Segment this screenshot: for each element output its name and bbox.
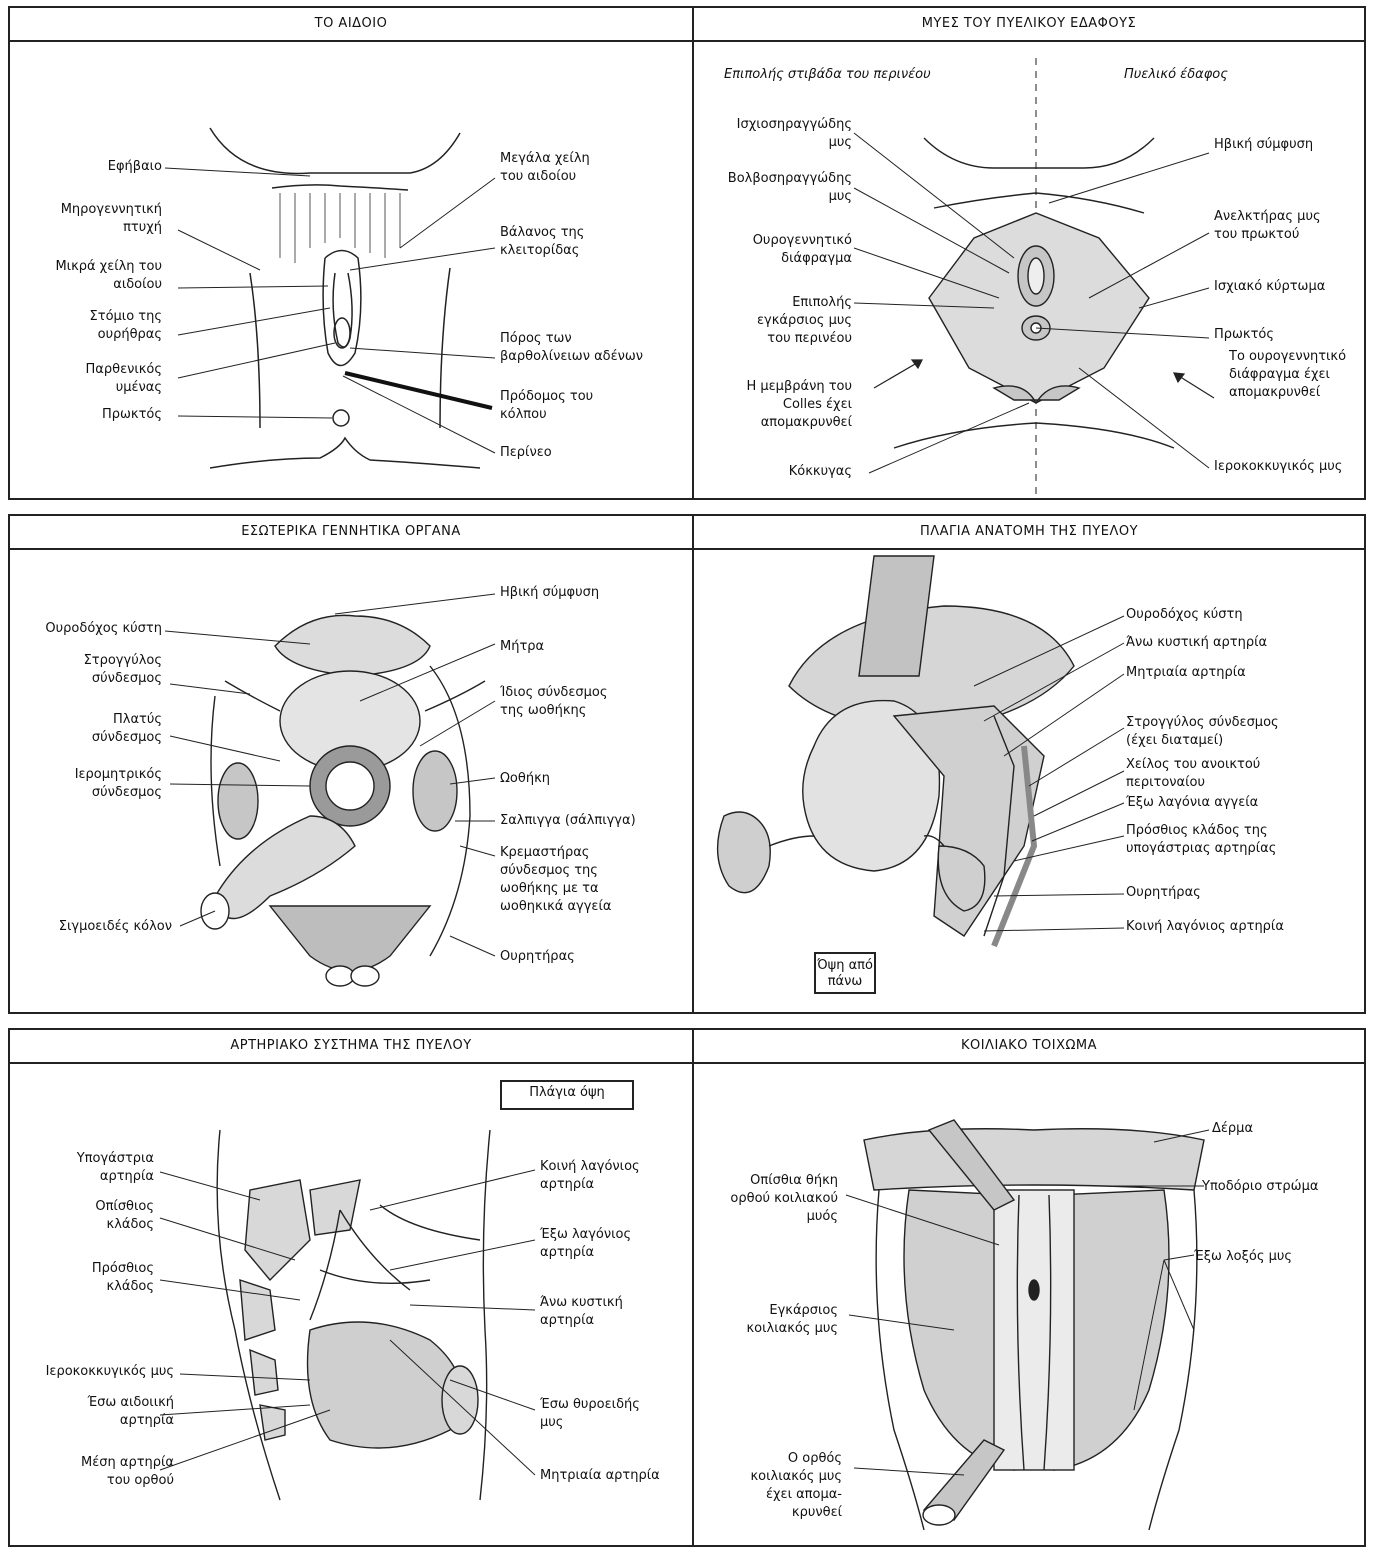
label-kokkygas: Κόκκυγας (789, 463, 852, 481)
label-iviki-symfysi: Ηβική σύμφυση (1214, 136, 1313, 154)
label-prodomos: Πρόδομος του κόλπου (500, 388, 593, 424)
label-exo-loxos: Έξω λοξός μυς (1194, 1248, 1292, 1266)
label-opisthios: Οπίσθιος κλάδος (95, 1198, 154, 1234)
label-ano-kystiki: Άνω κυστική αρτηρία (540, 1294, 623, 1330)
label-strongylos: Στρογγύλος σύνδεσμος (84, 652, 162, 688)
label-proktos: Πρωκτός (102, 406, 162, 424)
label-ourog-removed: Το ουρογεννητικό διάφραγμα έχει απομακρυ… (1229, 348, 1346, 402)
label-ischiosiraggodis: Ισχιοσηραγγώδης μυς (737, 116, 852, 152)
label-ypodorio: Υποδόριο στρώμα (1202, 1178, 1318, 1196)
vulva-illustration (10, 8, 696, 502)
lateral-anatomy-illustration (694, 516, 1368, 1016)
label-koini-lagonios: Κοινή λαγόνιος αρτηρία (540, 1158, 640, 1194)
label-orthos-koiliakos: Ο ορθός κοιλιακός μυς έχει απομα- κρυνθε… (751, 1450, 842, 1522)
label-iviki-symfysi: Ηβική σύμφυση (500, 584, 599, 602)
label-salpigga-text: Σαλπιγγα (500, 813, 561, 828)
label-kysti: Ουροδόχος κύστη (45, 620, 162, 638)
label-mesi-arteria: Μέση αρτηρία του ορθού (81, 1454, 174, 1490)
label-epivaio: Εφήβαιο (108, 158, 162, 176)
label-cheilos: Χείλος του ανοικτού περιτοναίου (1126, 756, 1260, 792)
label-ourititras: Ουρητήρας (1126, 884, 1201, 902)
label-thyroeidis: Έσω θυροειδής μυς (540, 1396, 640, 1432)
label-mitriaia: Μητριαία αρτηρία (540, 1467, 660, 1485)
label-opisthia-thiki: Οπίσθια θήκη ορθού κοιλιακού μυός (730, 1172, 838, 1226)
label-mirogennitiki: Μηρογεννητική πτυχή (61, 201, 162, 237)
view-box: Πλάγια όψη (500, 1080, 634, 1110)
label-megala-cheili: Μεγάλα χείλη του αιδοίου (500, 150, 590, 186)
view-box: Όψη από πάνω (814, 952, 876, 994)
label-mikra-cheili: Μικρά χείλη του αιδοίου (55, 258, 162, 294)
label-salpigga: Σαλπιγγα (σάλπιγγα) (500, 812, 636, 830)
label-mitra: Μήτρα (500, 638, 544, 656)
label-left-header: Επιπολής στιβάδα του περινέου (724, 66, 931, 84)
label-salpigga-paren: (σάλπιγγα) (565, 813, 636, 828)
label-mitriaia: Μητριαία αρτηρία (1126, 664, 1246, 682)
label-ischiako-kyrtoma: Ισχιακό κύρτωμα (1214, 278, 1325, 296)
label-platys: Πλατύς σύνδεσμος (92, 711, 162, 747)
label-strongylos: Στρογγύλος σύνδεσμος (έχει διαταμεί) (1126, 714, 1279, 750)
label-exo-lagonios: Έξω λαγόνιος αρτηρία (540, 1226, 631, 1262)
panel-internal-organs: ΕΣΩΤΕΡΙΚΑ ΓΕΝΝΗΤΙΚΑ ΟΡΓΑΝΑ (8, 514, 694, 1014)
label-volvosiraggodis: Βολβοσηραγγώδης μυς (728, 170, 852, 206)
label-anelktiras: Ανελκτήρας μυς του πρωκτού (1214, 208, 1321, 244)
panel-vulva: ΤΟ ΑΙΔΟΙΟ Εφήβαιο (8, 6, 694, 500)
label-ierokokkygikos: Ιεροκοκκυγικός μυς (1214, 458, 1342, 476)
label-right-header: Πυελικό έδαφος (1124, 66, 1228, 84)
label-egkarsios: Εγκάρσιος κοιλιακός μυς (747, 1302, 838, 1338)
label-prosthios: Πρόσθιος κλάδος (92, 1260, 154, 1296)
label-poros: Πόρος των βαρθολίνειων αδένων (500, 330, 643, 366)
label-ano-kystiki: Άνω κυστική αρτηρία (1126, 634, 1267, 652)
label-ourititras: Ουρητήρας (500, 948, 575, 966)
label-prosthios: Πρόσθιος κλάδος της υπογάστριας αρτηρίας (1126, 822, 1276, 858)
label-idios-syndesmos: Ίδιος σύνδεσμος της ωοθήκης (500, 684, 607, 720)
label-valanos: Βάλανος της κλειτορίδας (500, 224, 584, 260)
panel-pelvic-floor: ΜΥΕΣ ΤΟΥ ΠΥΕΛΙΚΟΥ ΕΔΑΦΟΥΣ (692, 6, 1366, 500)
label-ieromitrikos: Ιερομητρικός σύνδεσμος (75, 766, 162, 802)
label-ierokokkygikos: Ιεροκοκκυγικός μυς (46, 1363, 174, 1381)
label-stomio: Στόμιο της ουρήθρας (90, 308, 162, 344)
label-proktos: Πρωκτός (1214, 326, 1274, 344)
panel-lateral-anatomy: ΠΛΑΓΙΑ ΑΝΑΤΟΜΗ ΤΗΣ ΠΥΕΛΟΥ Ουροδόχος κύστ… (692, 514, 1366, 1014)
panel-arterial-system: ΑΡΤΗΡΙΑΚΟ ΣΥΣΤΗΜΑ ΤΗΣ ΠΥΕΛΟΥ (8, 1028, 694, 1547)
label-koini-lagonios: Κοινή λαγόνιος αρτηρία (1126, 918, 1284, 936)
label-exo-lagonia: Έξω λαγόνια αγγεία (1126, 794, 1258, 812)
label-aidoiiki: Έσω αιδοιική αρτηρία (87, 1394, 174, 1430)
label-derma: Δέρμα (1212, 1120, 1253, 1138)
label-kremastiras: Κρεμαστήρας σύνδεσμος της ωοθήκης με τα … (500, 844, 611, 916)
label-epipolis-egkarsios: Επιπολής εγκάρσιος μυς του περινέου (757, 294, 852, 348)
label-ypogastria: Υπογάστρια αρτηρία (77, 1150, 154, 1186)
label-parthenikos: Παρθενικός υμένας (86, 361, 162, 397)
label-sigmoeides: Σιγμοειδές κόλον (59, 918, 172, 936)
panel-abdominal-wall: ΚΟΙΛΙΑΚΟ ΤΟΙΧΩΜΑ Δέρμα Υποδόριο στρώμ (692, 1028, 1366, 1547)
label-oothiki: Ωοθήκη (500, 770, 550, 788)
label-ourogennitiko: Ουρογεννητικό διάφραγμα (753, 232, 852, 268)
label-perineo: Περίνεο (500, 444, 552, 462)
label-membrani-colles: Η μεμβράνη του Colles έχει απομακρυνθεί (746, 378, 852, 432)
label-kysti: Ουροδόχος κύστη (1126, 606, 1243, 624)
